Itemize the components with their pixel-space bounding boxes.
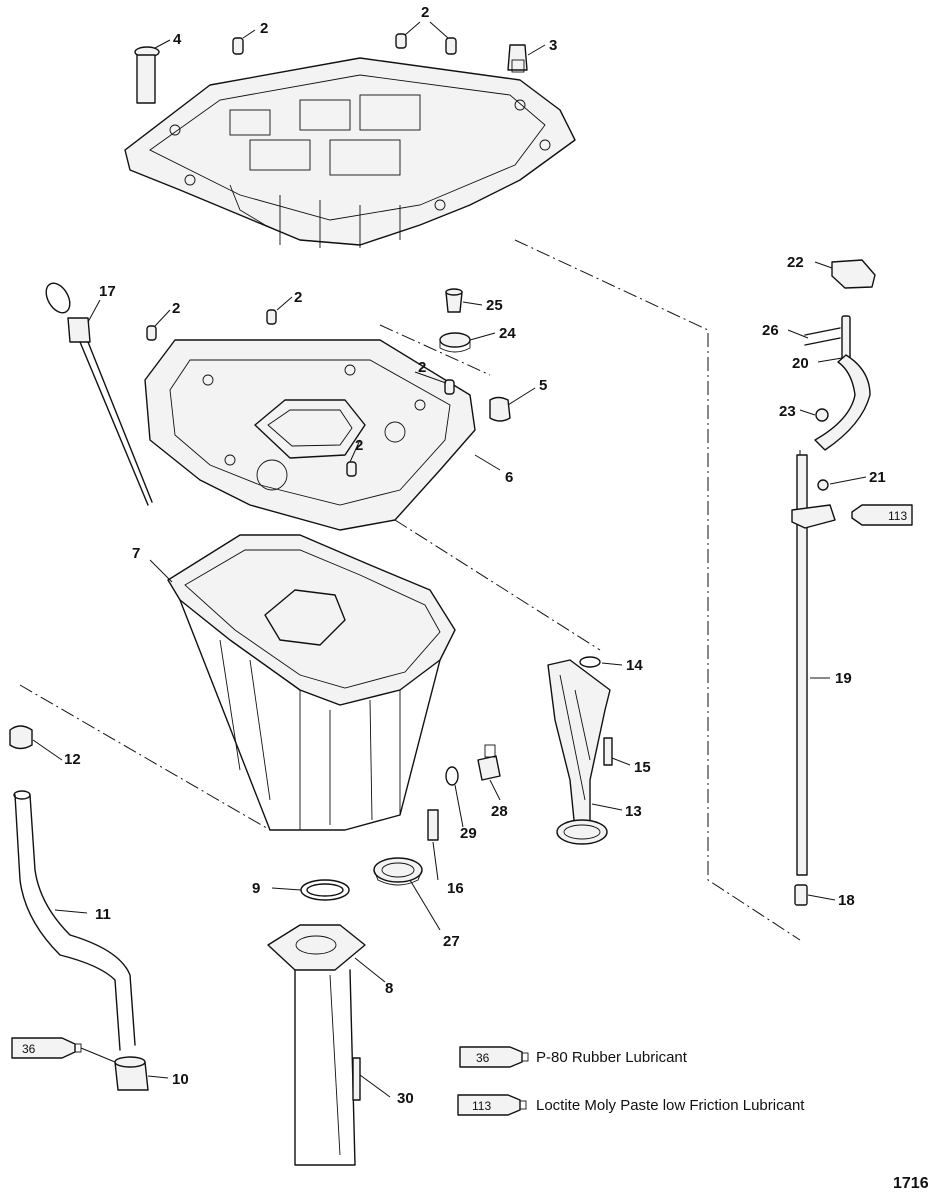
screw-part-15 xyxy=(603,737,613,766)
callout-30: 30 xyxy=(397,1090,414,1107)
seal-part-27 xyxy=(373,857,423,886)
callout-2b: 2 xyxy=(421,4,429,21)
shift-rod-part-19 xyxy=(791,454,836,876)
callout-14: 14 xyxy=(626,657,643,674)
bolt-part-16 xyxy=(427,809,439,841)
callout-19: 19 xyxy=(835,670,852,687)
callout-26: 26 xyxy=(762,322,779,339)
callout-20: 20 xyxy=(792,355,809,372)
callout-21: 21 xyxy=(869,469,886,486)
oil-pan-part-7 xyxy=(167,534,456,831)
callout-28: 28 xyxy=(491,803,508,820)
callout-7: 7 xyxy=(132,545,140,562)
callout-22: 22 xyxy=(787,254,804,271)
bolt-part-30 xyxy=(352,1057,361,1101)
callout-5: 5 xyxy=(539,377,547,394)
callout-23: 23 xyxy=(779,403,796,420)
dipstick-part-17 xyxy=(45,282,153,506)
legend-item-113: 113 Loctite Moly Paste low Friction Lubr… xyxy=(457,1094,805,1116)
callout-labels: 2 2 3 4 17 2 2 25 24 2 5 2 6 22 26 20 23… xyxy=(64,4,886,1107)
pin-part-26 xyxy=(804,327,841,346)
legend-item-36: 36 P-80 Rubber Lubricant xyxy=(459,1046,688,1068)
callout-29: 29 xyxy=(460,825,477,842)
callout-8: 8 xyxy=(385,980,393,997)
adapter-plate-upper xyxy=(124,57,576,248)
fitting-part-3 xyxy=(507,44,528,73)
plug-part-28 xyxy=(477,744,501,781)
small-parts-row xyxy=(146,288,511,477)
lubricant-tube-36: 36 xyxy=(11,1037,82,1059)
callout-11: 11 xyxy=(95,906,111,923)
seal-part-9 xyxy=(300,879,350,901)
legend-code-36: 36 xyxy=(476,1051,490,1065)
callout-10: 10 xyxy=(172,1071,189,1088)
bracket-part-22 xyxy=(831,259,876,289)
callout-2c: 2 xyxy=(172,300,180,317)
tube-label-113: 113 xyxy=(888,509,907,523)
dowel-pin-group-top xyxy=(232,33,457,55)
callout-17: 17 xyxy=(99,283,116,300)
callout-2f: 2 xyxy=(355,437,363,454)
washer-part-29 xyxy=(445,766,459,786)
callout-27: 27 xyxy=(443,933,460,950)
callout-15: 15 xyxy=(634,759,651,776)
oil-pickup-part-13 xyxy=(547,659,611,845)
callout-13: 13 xyxy=(625,803,642,820)
callout-2d: 2 xyxy=(294,289,302,306)
nut-part-23 xyxy=(815,408,829,422)
callout-2e: 2 xyxy=(418,359,426,376)
callout-3: 3 xyxy=(549,37,557,54)
tube-label-36: 36 xyxy=(22,1042,36,1056)
coupler-part-18 xyxy=(794,884,808,906)
callout-12: 12 xyxy=(64,751,81,768)
tube-part-4 xyxy=(134,46,160,104)
callout-6: 6 xyxy=(505,469,513,486)
callout-25: 25 xyxy=(486,297,503,314)
callout-2a: 2 xyxy=(260,20,268,37)
callout-16: 16 xyxy=(447,880,464,897)
lever-part-20 xyxy=(814,315,871,451)
callout-18: 18 xyxy=(838,892,855,909)
legend-code-113: 113 xyxy=(472,1099,491,1113)
callout-4: 4 xyxy=(173,31,182,48)
figure-id: 1716 xyxy=(893,1175,929,1192)
leader-lines xyxy=(32,21,867,1098)
hose-assembly xyxy=(9,725,149,1091)
callout-9: 9 xyxy=(252,880,260,897)
legend-text-113: Loctite Moly Paste low Friction Lubrican… xyxy=(536,1097,805,1114)
o-ring-part-14 xyxy=(579,656,601,668)
exhaust-pipe-part-8 xyxy=(267,924,366,1166)
lubricant-tube-113: 113 xyxy=(851,504,913,526)
washer-part-21 xyxy=(817,479,829,491)
gasket-part-6 xyxy=(144,339,476,531)
legend: 36 P-80 Rubber Lubricant 113 Loctite Mol… xyxy=(457,1046,805,1116)
callout-24: 24 xyxy=(499,325,516,342)
legend-text-36: P-80 Rubber Lubricant xyxy=(536,1049,688,1066)
